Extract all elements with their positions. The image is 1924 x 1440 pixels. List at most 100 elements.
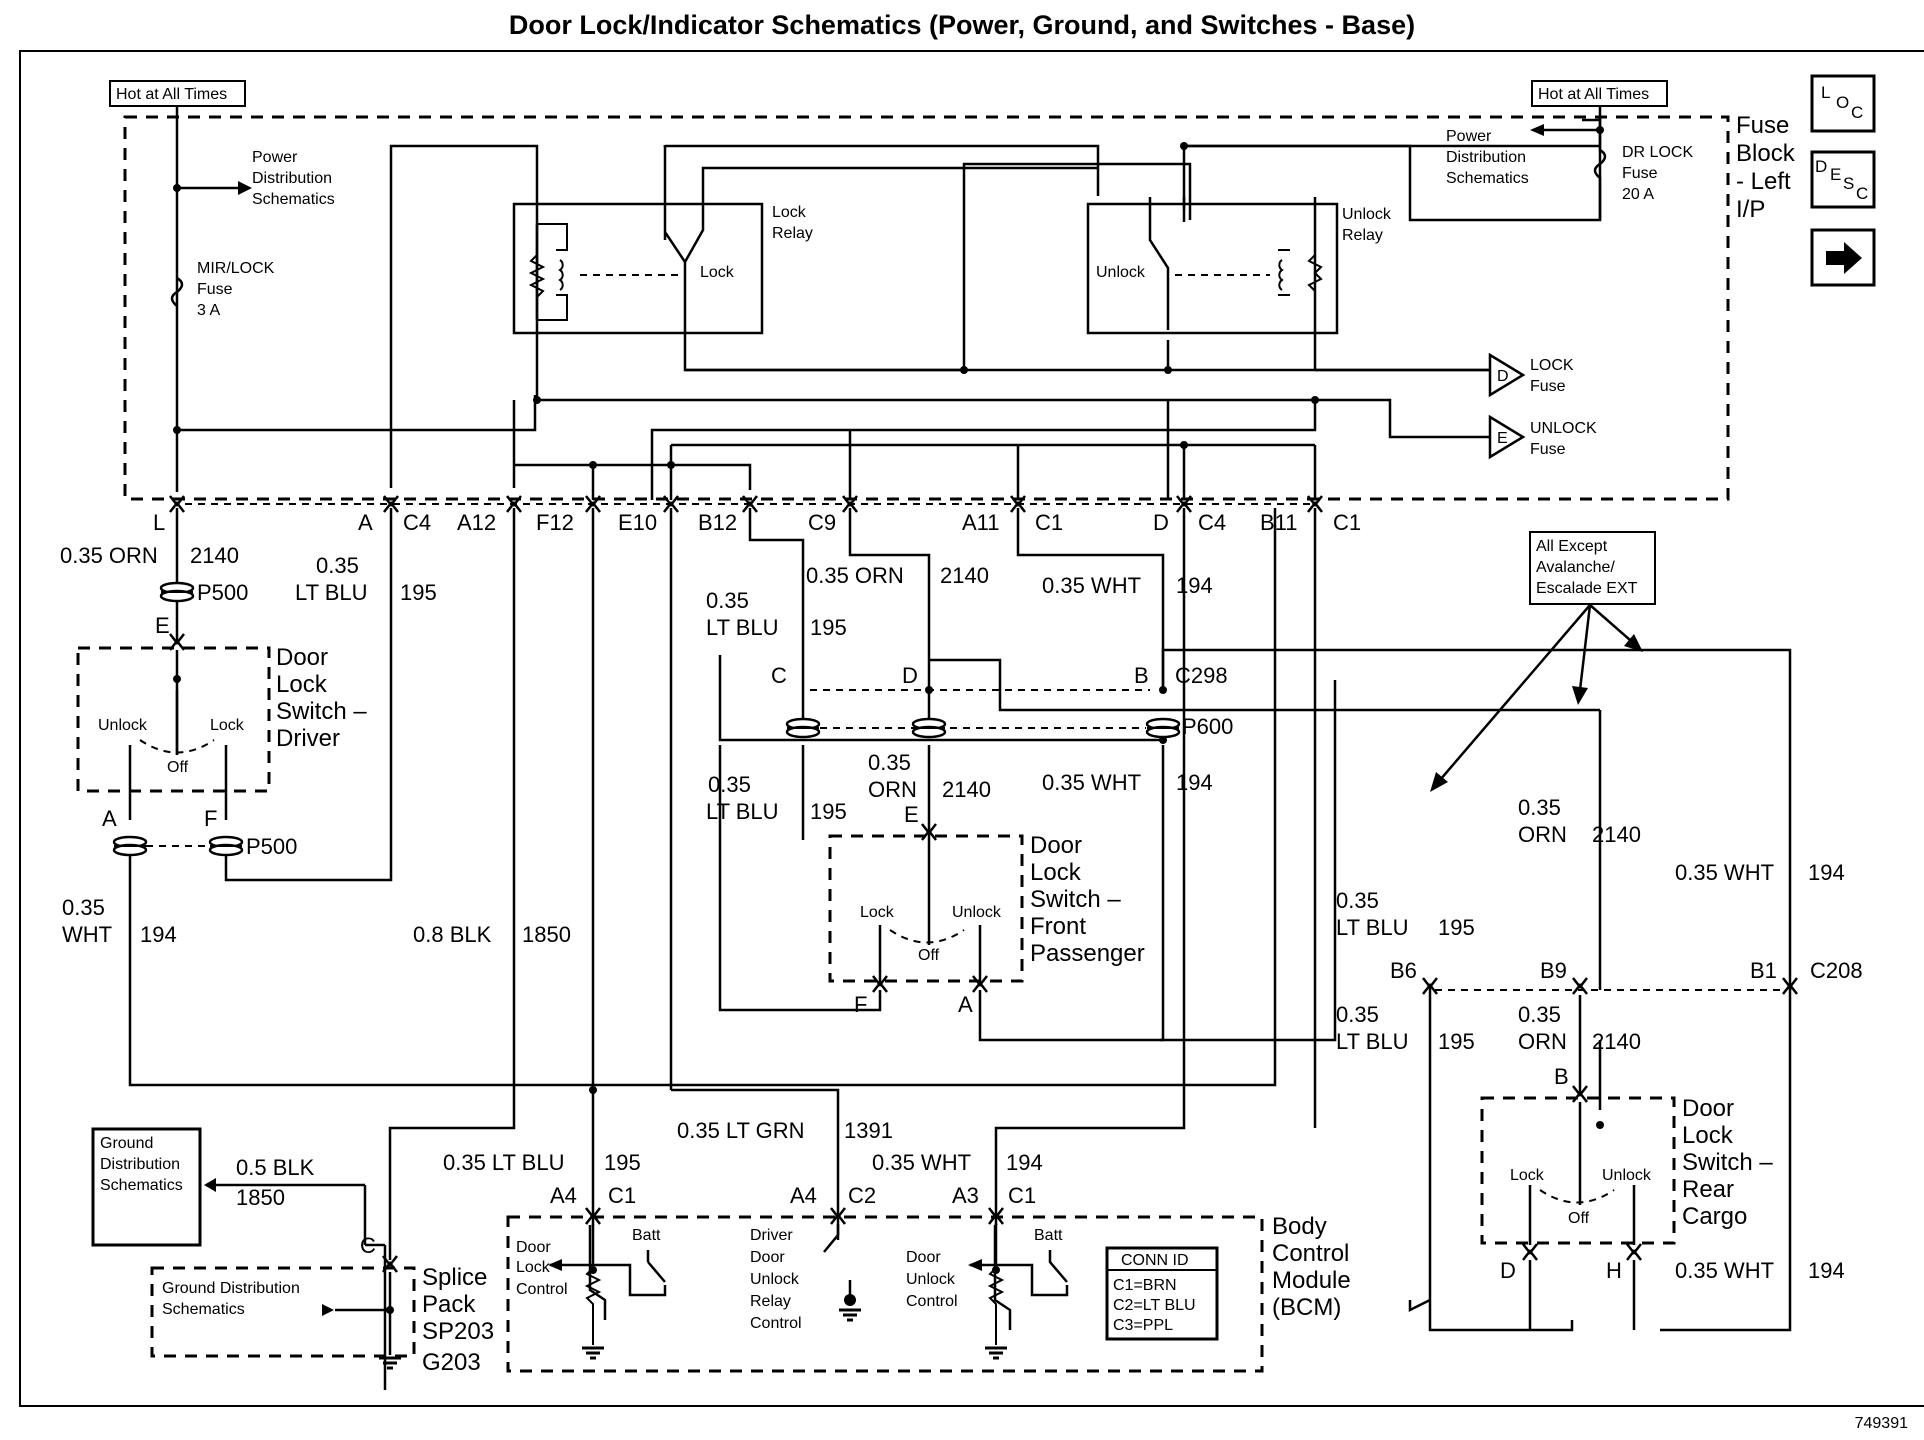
batt-label-1: Batt [632, 1227, 661, 1244]
diagram-title: Door Lock/Indicator Schematics (Power, G… [509, 10, 1415, 40]
rear-switch-boundary [1480, 1096, 1676, 1245]
svg-text:C4: C4 [403, 510, 431, 535]
svg-text:0.35 LT GRN: 0.35 LT GRN [677, 1118, 805, 1143]
all-except-label: All Except Avalanche/ Escalade EXT [1536, 538, 1638, 597]
svg-text:D: D [1153, 510, 1169, 535]
svg-text:194: 194 [1808, 1258, 1845, 1283]
svg-text:A: A [358, 510, 373, 535]
pin-b-rear: B [1554, 1064, 1569, 1089]
svg-text:LT BLU: LT BLU [706, 615, 779, 640]
svg-text:A4: A4 [550, 1183, 577, 1208]
c208-label: C208 [1810, 958, 1863, 983]
pds-right-label: Power Distribution Schematics [1446, 128, 1530, 187]
svg-text:LT BLU: LT BLU [1336, 915, 1409, 940]
unlock-relay-label: Unlock Relay [1342, 206, 1395, 244]
svg-text:S: S [1843, 174, 1854, 193]
svg-text:195: 195 [810, 615, 847, 640]
svg-text:1850: 1850 [236, 1185, 285, 1210]
svg-text:194: 194 [1006, 1150, 1043, 1175]
c298-pin-c: C [771, 663, 787, 688]
svg-text:0.35 WHT: 0.35 WHT [1675, 1258, 1774, 1283]
c298-pin-d: D [902, 663, 918, 688]
hot-at-all-times-right: Hot at All Times [1538, 86, 1649, 103]
c298-pin-b: B [1134, 663, 1149, 688]
svg-text:LT BLU: LT BLU [295, 580, 368, 605]
svg-text:C4: C4 [1198, 510, 1226, 535]
batt-label-2: Batt [1034, 1227, 1063, 1244]
svg-text:B12: B12 [698, 510, 737, 535]
loc-button[interactable]: LOC [1810, 74, 1876, 133]
c208-pin-b9: B9 [1540, 958, 1567, 983]
svg-text:0.35 ORN: 0.35 ORN [806, 563, 904, 588]
fuse-block-boundary [123, 115, 1730, 501]
svg-text:2140: 2140 [940, 563, 989, 588]
door-unlock-control-label: Door Unlock Control [906, 1249, 959, 1310]
driver-switch-label: Door Lock Switch – Driver [276, 644, 373, 752]
driver-lock-label: Lock [210, 717, 245, 734]
pds-left-label: Power Distribution Schematics [252, 149, 336, 208]
svg-text:0.35: 0.35 [1336, 888, 1379, 913]
svg-text:2140: 2140 [942, 777, 991, 802]
p500-bottom-label: P500 [246, 834, 297, 859]
ground-distribution-box [91, 1127, 202, 1247]
svg-text:L: L [1821, 83, 1830, 102]
figure-number: 749391 [1855, 1415, 1908, 1432]
svg-text:A11: A11 [962, 510, 1000, 535]
svg-text:0.35 WHT: 0.35 WHT [872, 1150, 971, 1175]
svg-text:E: E [1830, 165, 1841, 184]
svg-text:LT BLU: LT BLU [706, 799, 779, 824]
svg-text:195: 195 [810, 799, 847, 824]
pin-a-passenger: A [958, 992, 973, 1017]
svg-text:A12: A12 [457, 510, 496, 535]
unlock-contact-label: Unlock [1096, 264, 1146, 281]
svg-text:194: 194 [140, 922, 177, 947]
pin-e-passenger: E [904, 802, 919, 827]
c298-label: C298 [1175, 663, 1228, 688]
door-lock-control-label: Door Lock Control [516, 1239, 568, 1298]
passenger-lock-label: Lock [860, 904, 895, 921]
mir-lock-fuse [170, 276, 184, 307]
unlock-fuse-label: UNLOCK Fuse [1530, 420, 1601, 458]
driver-switch-boundary [76, 646, 271, 793]
svg-text:2140: 2140 [1592, 822, 1641, 847]
svg-text:0.35: 0.35 [1518, 795, 1561, 820]
svg-text:C2: C2 [848, 1183, 876, 1208]
lock-fuse-label: LOCK Fuse [1530, 357, 1578, 395]
svg-text:ORN: ORN [1518, 1029, 1567, 1054]
pin-f-driver: F [204, 806, 217, 831]
svg-text:195: 195 [400, 580, 437, 605]
svg-text:D: D [1815, 157, 1827, 176]
svg-text:0.5 BLK: 0.5 BLK [236, 1155, 315, 1180]
svg-text:0.35: 0.35 [316, 553, 359, 578]
svg-text:0.35 LT BLU: 0.35 LT BLU [443, 1150, 564, 1175]
driver-unlock-label: Unlock [98, 717, 148, 734]
pin-e-driver: E [155, 613, 170, 638]
svg-text:1391: 1391 [844, 1118, 893, 1143]
svg-text:E10: E10 [618, 510, 657, 535]
hot-at-all-times-left: Hot at All Times [116, 86, 227, 103]
dr-lock-fuse-label: DR LOCK Fuse 20 A [1622, 144, 1698, 203]
svg-text:0.35: 0.35 [868, 750, 911, 775]
fuse-block-label: Fuse Block - Left I/P [1736, 112, 1801, 223]
svg-text:A3: A3 [952, 1183, 979, 1208]
rear-switch-label: Door Lock Switch – Rear Cargo [1682, 1095, 1779, 1230]
junction-dots [173, 126, 1604, 1314]
svg-text:0.35 WHT: 0.35 WHT [1675, 860, 1774, 885]
driver-unlock-relay-label: Driver Door Unlock Relay Control [750, 1227, 803, 1332]
passenger-switch-label: Door Lock Switch – Front Passenger [1030, 832, 1145, 967]
all-except-note [1529, 531, 1656, 605]
svg-text:0.35: 0.35 [1518, 1002, 1561, 1027]
fuse-block-pin-labels: L A C4 A12 F12 E10 B12 C9 A11 C1 D C4 B1… [153, 510, 1361, 535]
svg-text:2140: 2140 [1592, 1029, 1641, 1054]
svg-text:ORN: ORN [868, 777, 917, 802]
next-page-button[interactable] [1810, 228, 1876, 287]
pin-h-rear: H [1606, 1258, 1622, 1283]
lock-relay-label: Lock Relay [772, 204, 813, 242]
svg-text:WHT: WHT [62, 922, 112, 947]
svg-text:C1: C1 [1035, 510, 1063, 535]
svg-text:C: C [1856, 184, 1868, 203]
svg-text:194: 194 [1808, 860, 1845, 885]
pin-a-driver: A [102, 806, 117, 831]
